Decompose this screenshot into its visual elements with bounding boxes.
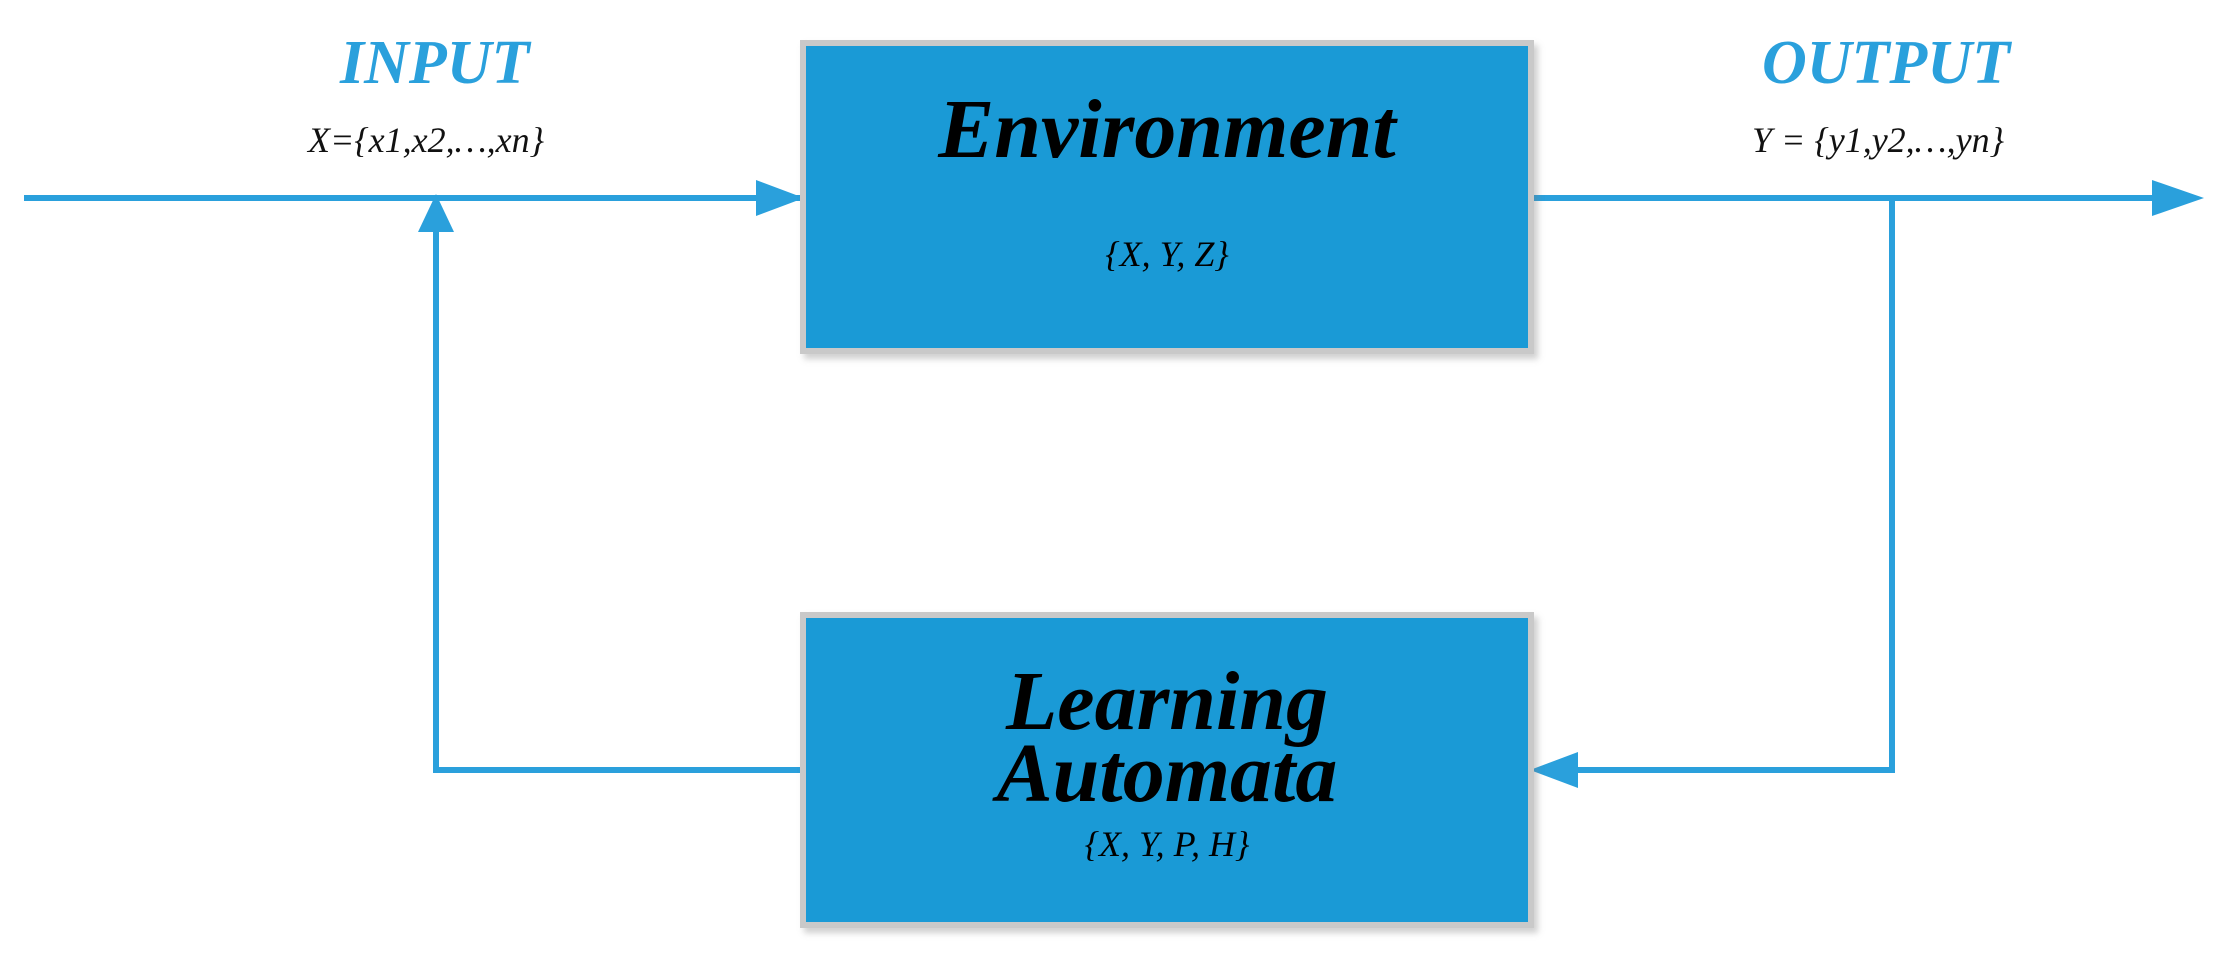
automata-title: Learning Automata bbox=[806, 655, 1528, 821]
automata-title-line2: Automata bbox=[996, 727, 1338, 821]
automata-title-line1: Learning bbox=[1005, 655, 1329, 748]
output-title: OUTPUT bbox=[1762, 29, 2010, 97]
automata-params: {X, Y, P, H} bbox=[1084, 824, 1250, 864]
automata-input-arrowhead bbox=[1530, 752, 1578, 788]
output-feedback-line bbox=[1570, 198, 1895, 773]
automata-feedback-line bbox=[433, 228, 808, 773]
input-feedback-arrowhead bbox=[418, 194, 454, 232]
input-title: INPUT bbox=[340, 29, 530, 97]
learning-automata-block: Learning Automata {X, Y, P, H} bbox=[800, 612, 1534, 928]
input-arrowhead bbox=[756, 180, 804, 216]
output-set-label: Y = {y1,y2,…,yn} bbox=[1752, 120, 2005, 160]
output-arrowhead bbox=[2152, 180, 2204, 216]
environment-title: Environment bbox=[938, 83, 1396, 176]
input-set-label: X={x1,x2,…,xn} bbox=[308, 120, 545, 160]
environment-block: Environment {X, Y, Z} bbox=[800, 40, 1534, 354]
environment-params: {X, Y, Z} bbox=[1105, 234, 1229, 274]
